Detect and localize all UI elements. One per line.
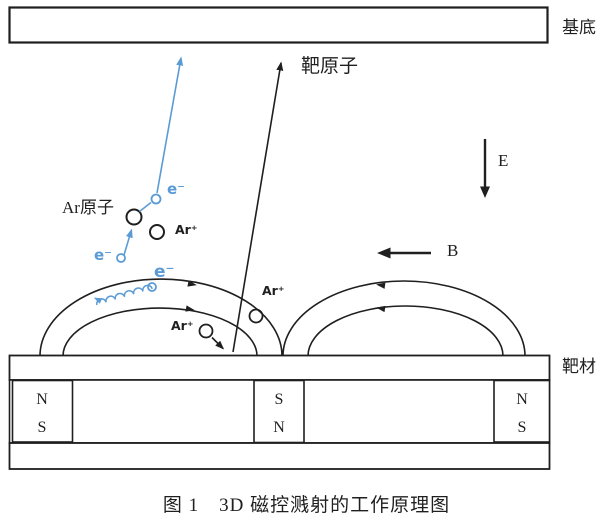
- figure-caption: 图 1 3D 磁控溅射的工作原理图: [162, 495, 451, 516]
- magnet-left: [11, 379, 74, 443]
- magnet-right-bottom-pole: S: [517, 419, 527, 436]
- field-arrow-right-outer-icon: [376, 282, 386, 289]
- ar-ion-label-mid: Ar⁺: [262, 283, 285, 298]
- electron-ejection-line: [139, 201, 152, 213]
- electron-circle-top: [150, 193, 162, 205]
- e-field-arrowhead-icon: [480, 186, 490, 198]
- field-arrow-left-outer-icon: [187, 280, 197, 287]
- electron-spiral-arrowhead-icon: [93, 297, 103, 304]
- field-arrow-left-inner-icon: [185, 305, 195, 312]
- ion-impact-arrow: [211, 336, 225, 350]
- magnet-left-top-pole: N: [36, 391, 48, 408]
- target-atom-label: 靶原子: [301, 56, 359, 77]
- e-field-label: E: [498, 151, 509, 170]
- b-field-arrowhead-icon: [377, 247, 391, 259]
- electron-impact-arrow: [123, 228, 133, 256]
- electron-to-substrate-arrow: [156, 56, 184, 194]
- ar-atom-label: Ar原子: [62, 198, 114, 217]
- electron-label-spiral: e⁻: [154, 262, 175, 282]
- magnet-left-bottom-pole: S: [37, 419, 47, 436]
- electron-label-left: e⁻: [94, 246, 113, 264]
- magnet-center-top-pole: S: [274, 391, 284, 408]
- field-line-right-outer: [282, 280, 526, 357]
- ar-ion-circle-mid: [248, 308, 264, 324]
- ar-ion-label-low: Ar⁺: [171, 318, 194, 333]
- field-line-right-inner: [307, 305, 504, 357]
- field-line-left-outer: [39, 278, 283, 357]
- magnet-right: [493, 379, 551, 443]
- magnet-center-bottom-pole: N: [273, 419, 285, 436]
- target-atom-arrow: [232, 61, 284, 353]
- electron-label-top: e⁻: [167, 180, 186, 198]
- electron-spiral-path: [96, 284, 153, 306]
- ar-ion-circle-near-atom: [149, 224, 165, 240]
- substrate-label: 基底: [562, 18, 596, 37]
- magnet-center: [253, 379, 305, 444]
- b-field-label: B: [447, 241, 459, 260]
- ar-atom-circle: [125, 208, 143, 226]
- ar-ion-label-near-atom: Ar⁺: [175, 222, 198, 237]
- backing-plate: [8, 442, 551, 470]
- target-label: 靶材: [562, 357, 596, 376]
- target-plate: [8, 354, 551, 381]
- field-arrow-right-inner-icon: [376, 305, 386, 313]
- electron-circle-spiral: [147, 282, 157, 292]
- substrate-plate: [8, 6, 549, 44]
- electron-circle-left: [116, 253, 126, 263]
- magnet-right-top-pole: N: [516, 391, 528, 408]
- ar-ion-circle-low: [198, 323, 214, 339]
- field-line-left-inner: [62, 307, 258, 357]
